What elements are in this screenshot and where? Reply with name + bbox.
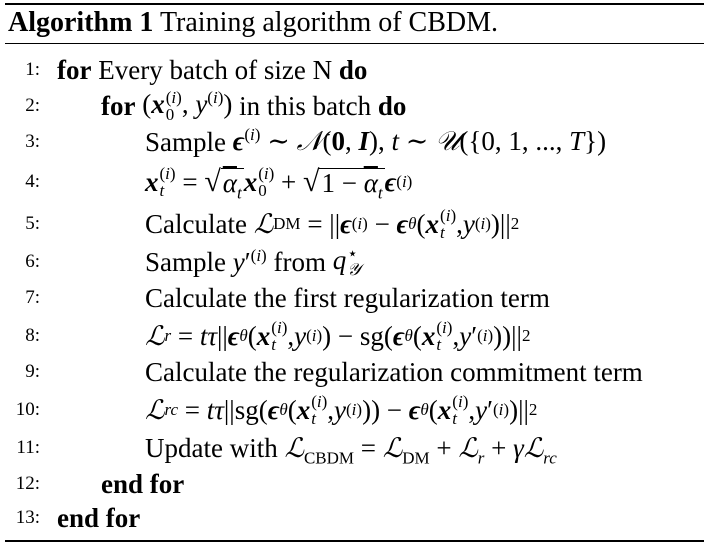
- keyword-end-for: end for: [57, 502, 141, 533]
- line-text: in this batch: [239, 90, 372, 121]
- math-expression: ϵ(i) ∼ 𝒩(0, I), t ∼ 𝒰({0, 1, ..., T}): [232, 125, 607, 157]
- line-text: Calculate the regularization commitment …: [145, 356, 643, 387]
- algorithm-line-6: 6: Sample y′(i) from q⋆𝒴: [0, 244, 709, 280]
- caption-rule: [5, 43, 704, 44]
- line-number: 8:: [25, 325, 40, 346]
- math-expression: q⋆𝒴: [332, 244, 361, 281]
- line-number: 9:: [25, 361, 40, 382]
- keyword-end-for: end for: [101, 468, 185, 499]
- bottom-rule: [5, 540, 704, 542]
- line-text-from: from: [273, 246, 326, 277]
- line-number: 4:: [25, 171, 40, 192]
- line-number: 5:: [25, 213, 40, 234]
- line-text: Calculate the first regularization term: [145, 282, 550, 313]
- line-number: 13:: [15, 507, 40, 528]
- line-number: 10:: [15, 399, 40, 420]
- keyword-for: for: [101, 90, 136, 121]
- keyword-for: for: [57, 54, 92, 85]
- algorithm-line-1: 1: for Every batch of size N do: [0, 52, 709, 88]
- algorithm-line-13: 13: end for: [0, 500, 709, 536]
- algorithm-line-2: 2: for (x(i)0, y(i)) in this batch do: [0, 88, 709, 124]
- algorithm-title: Training algorithm of CBDM.: [159, 7, 499, 38]
- keyword-do: do: [338, 54, 368, 85]
- math-expression: (x(i)0, y(i)): [142, 87, 233, 125]
- top-rule: [5, 3, 704, 5]
- algorithm-line-11: 11: Update with ℒCBDM = ℒDM + ℒr + γℒrc: [0, 430, 709, 466]
- algorithm-label: Algorithm 1: [8, 7, 154, 38]
- algorithm-caption: Algorithm 1 Training algorithm of CBDM.: [8, 4, 498, 42]
- line-text: Sample: [145, 126, 226, 157]
- line-number: 3:: [25, 131, 40, 152]
- line-text: Update with: [145, 432, 278, 463]
- line-number: 2:: [25, 95, 40, 116]
- keyword-do: do: [377, 90, 407, 121]
- line-text: Calculate: [145, 208, 247, 239]
- line-text: Sample: [145, 246, 226, 277]
- math-expression: y′(i): [232, 245, 267, 277]
- algorithm-line-9: 9: Calculate the regularization commitme…: [0, 354, 709, 390]
- line-number: 1:: [25, 59, 40, 80]
- algorithm-line-12: 12: end for: [0, 466, 709, 502]
- line-number: 7:: [25, 287, 40, 308]
- line-number: 12:: [15, 473, 40, 494]
- algorithm-line-7: 7: Calculate the first regularization te…: [0, 280, 709, 316]
- math-expression: ℒCBDM = ℒDM + ℒr + γℒrc: [284, 432, 557, 467]
- algorithm-line-3: 3: Sample ϵ(i) ∼ 𝒩(0, I), t ∼ 𝒰({0, 1, .…: [0, 124, 709, 160]
- line-number: 6:: [25, 251, 40, 272]
- line-text: Every batch of size N: [98, 54, 333, 85]
- line-number: 11:: [16, 437, 40, 458]
